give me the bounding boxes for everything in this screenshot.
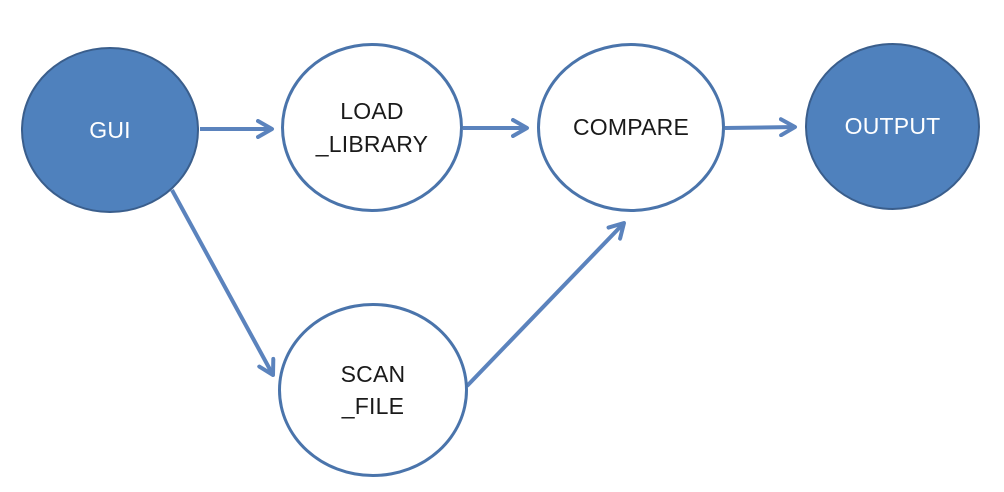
node-scan-file: SCAN _FILE (278, 303, 468, 477)
node-scan-file-label: SCAN _FILE (340, 360, 406, 419)
node-compare-label: COMPARE (573, 114, 689, 141)
node-load-library-label: LOAD _LIBRARY (315, 98, 429, 157)
node-load-library: LOAD _LIBRARY (281, 43, 463, 212)
edge-compare-to-output (724, 117, 797, 138)
edge-gui-to-scan-file (170, 189, 276, 377)
node-gui-label: GUI (89, 116, 131, 143)
node-gui: GUI (21, 47, 199, 213)
node-output-label: OUTPUT (844, 113, 941, 140)
edge-scan-file-to-compare (465, 221, 626, 388)
node-compare: COMPARE (537, 43, 725, 212)
node-output: OUTPUT (805, 43, 980, 210)
